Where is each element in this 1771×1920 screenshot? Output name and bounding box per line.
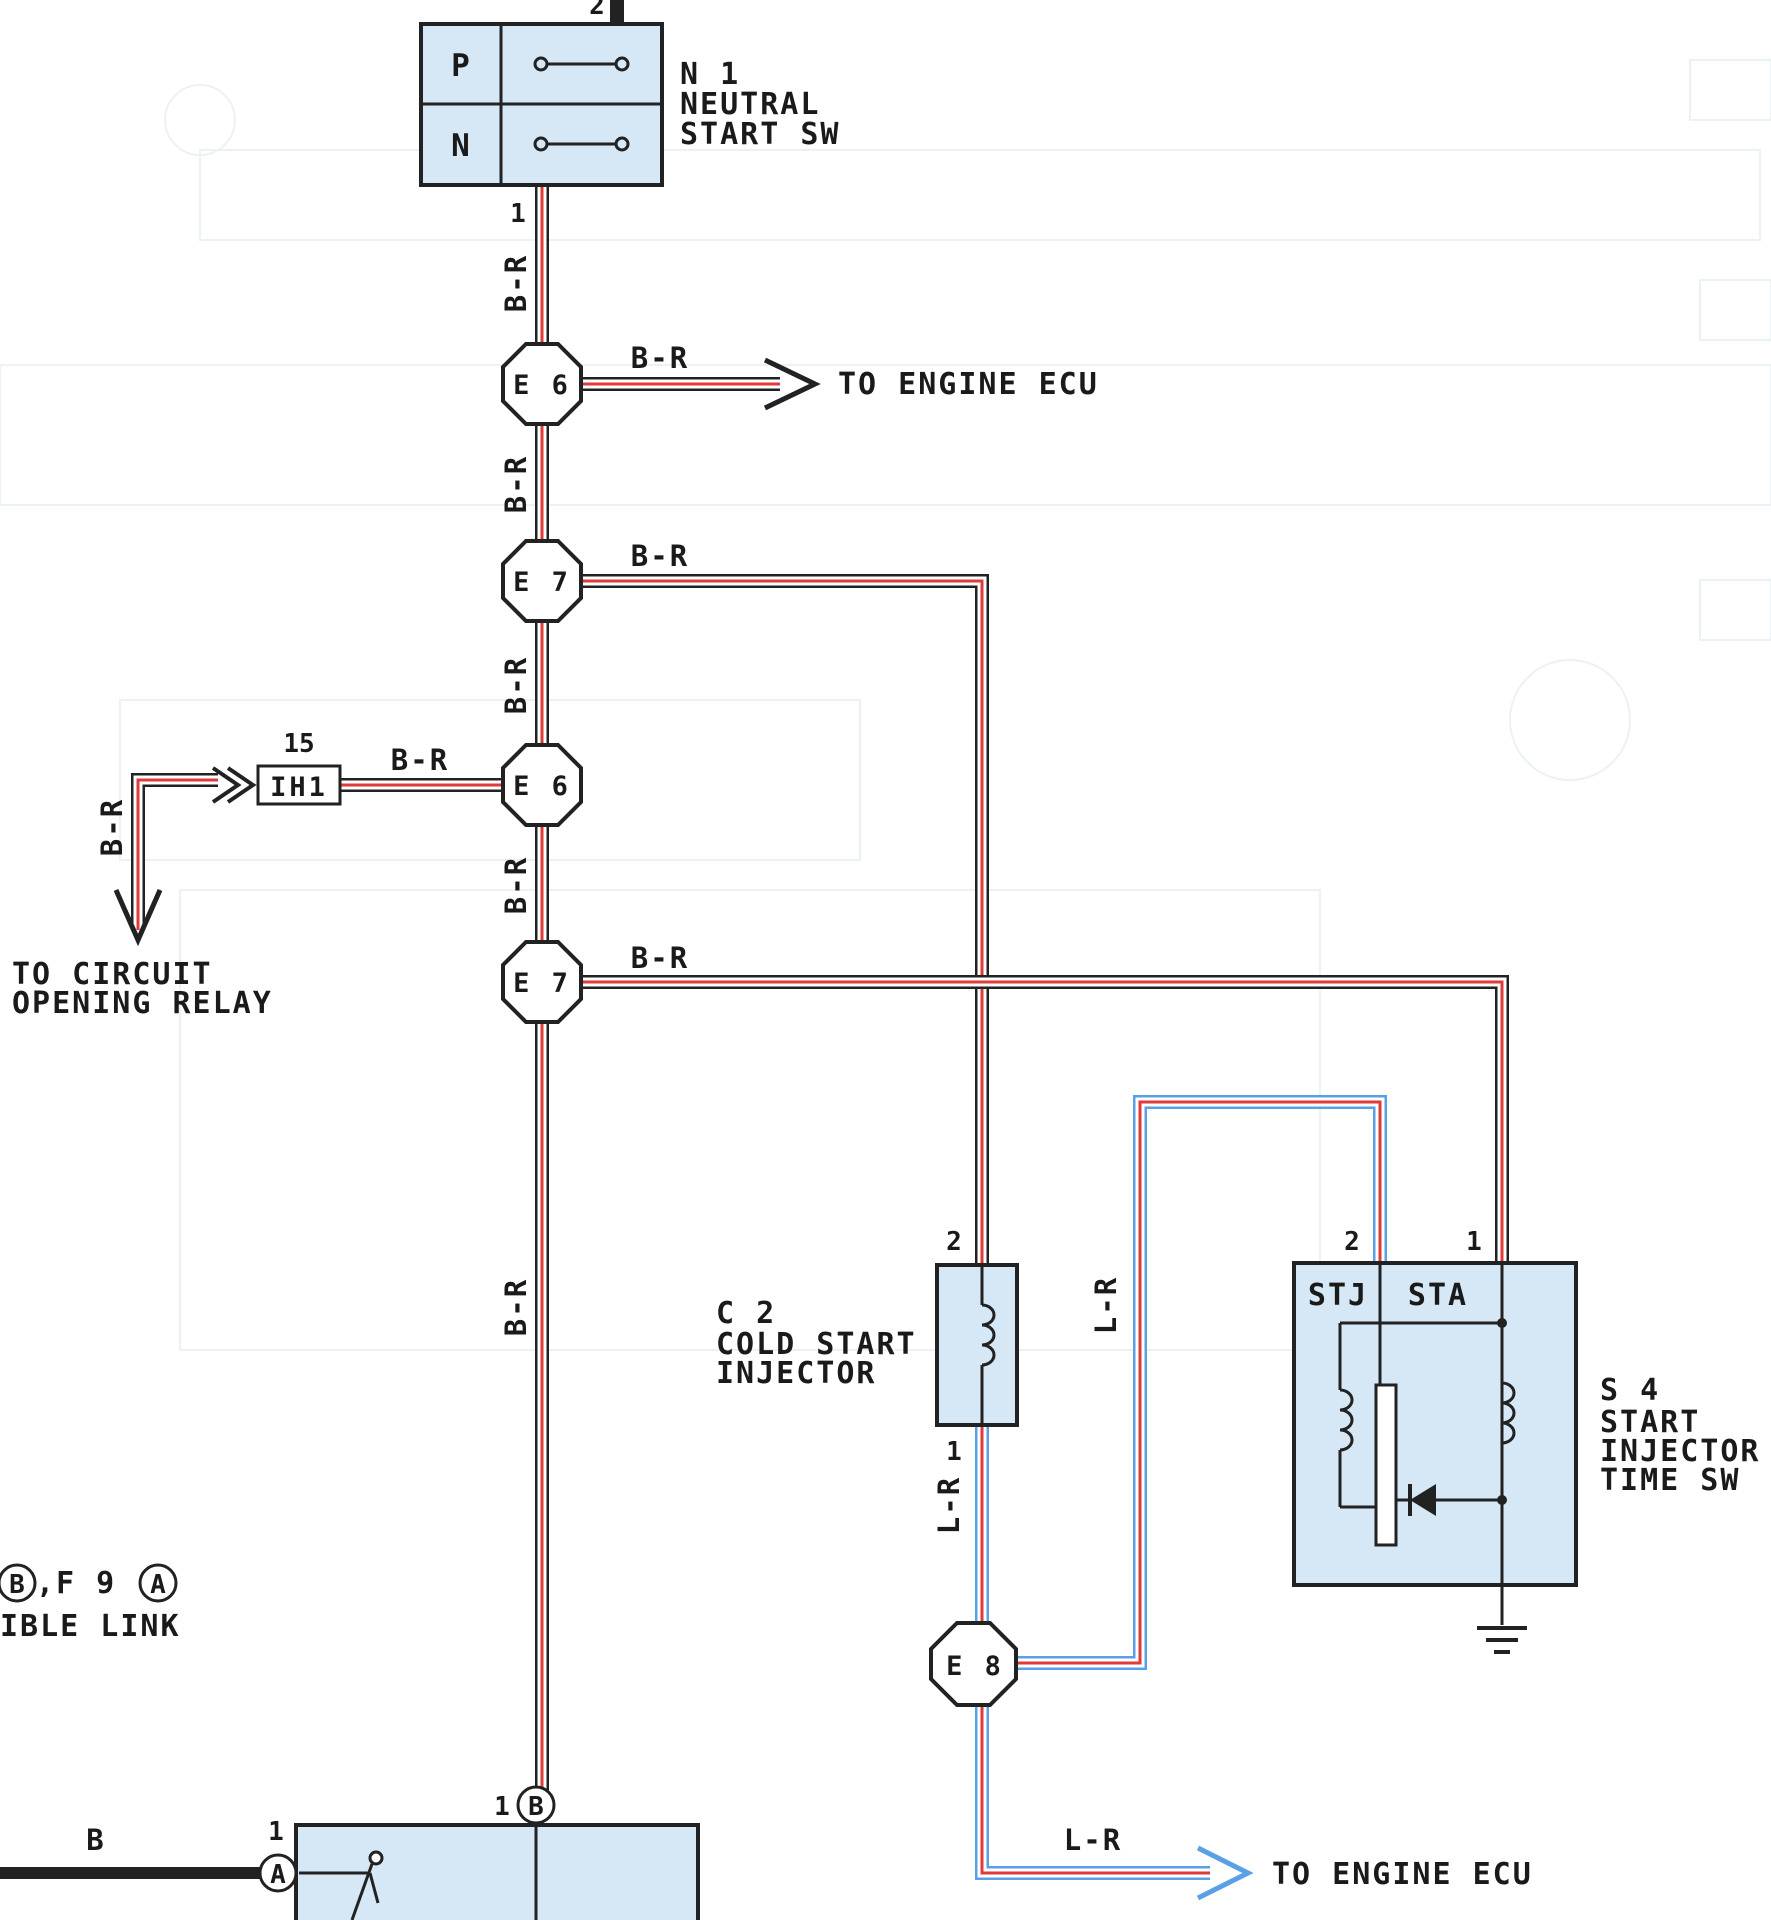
terminal-stj-label: STJ — [1308, 1278, 1368, 1313]
to-engine-ecu-label-bottom: TO ENGINE ECU — [1272, 1857, 1533, 1892]
junction-label: E 7 — [513, 968, 571, 999]
n1-code: N 1 — [680, 57, 740, 92]
to-engine-ecu-label: TO ENGINE ECU — [838, 367, 1099, 402]
junction-e6-top: E 6 — [501, 342, 583, 426]
wire-label-br: B-R — [499, 1278, 533, 1336]
c2-name-line1: COLD START — [716, 1327, 917, 1362]
wire-label-br: B-R — [95, 798, 129, 856]
fusible-link-text: IBLE LINK — [0, 1609, 181, 1644]
wire-br-e7-to-cold-start-injector — [542, 574, 989, 1265]
bottom-pin-a-number: 1 — [268, 1817, 284, 1847]
s4-pin-1: 1 — [1466, 1227, 1482, 1257]
n1-name-line1: NEUTRAL — [680, 87, 820, 122]
ih1-pin: 15 — [283, 729, 314, 759]
terminal-sta-label: STA — [1408, 1278, 1468, 1313]
wire-label-br: B-R — [631, 341, 689, 375]
bottom-component-block: B 1 A 1 — [258, 1785, 700, 1920]
s4-code: S 4 — [1600, 1373, 1660, 1408]
wire-label-b: B — [86, 1823, 105, 1857]
s4-name-line1: START — [1600, 1405, 1700, 1440]
to-circuit-label-line2: OPENING RELAY — [12, 986, 273, 1021]
c2-name-line2: INJECTOR — [716, 1356, 877, 1391]
wire-br-to-circuit-opening-relay — [113, 766, 257, 947]
ref-f9: ,F 9 — [36, 1566, 116, 1601]
wire-label-lr: L-R — [1089, 1276, 1123, 1334]
junction-label: E 6 — [513, 771, 571, 802]
wire-label-lr: L-R — [932, 1476, 966, 1534]
wire-lr-e8-to-stj — [982, 1095, 1387, 1670]
junction-label: E 6 — [513, 370, 571, 401]
s4-pin-2: 2 — [1344, 1227, 1360, 1257]
bottom-pin-b: B — [528, 1792, 544, 1822]
s4-name-line3: TIME SW — [1600, 1463, 1740, 1498]
position-n-label: N — [451, 128, 473, 164]
s4-name-line2: INJECTOR — [1600, 1434, 1761, 1469]
wire-label-br: B-R — [499, 455, 533, 513]
ih1-connector: IH1 15 — [256, 729, 342, 806]
junction-label: E 7 — [513, 567, 571, 598]
wire-label-br: B-R — [499, 856, 533, 914]
position-p-label: P — [451, 48, 473, 84]
fusible-link-ref: B ,F 9 A IBLE LINK — [0, 1563, 181, 1644]
cold-start-injector: 2 1 C 2 COLD START INJECTOR — [716, 1227, 1019, 1467]
ref-b-circle: B — [9, 1570, 25, 1600]
c2-pin-1: 1 — [946, 1437, 962, 1467]
wire-label-br: B-R — [499, 656, 533, 714]
c2-code: C 2 — [716, 1296, 776, 1331]
junction-label: E 8 — [946, 1651, 1004, 1682]
wire-label-br: B-R — [499, 254, 533, 312]
n1-pin-2: 2 — [589, 0, 605, 21]
junction-e7-lower: E 7 — [501, 940, 583, 1024]
bottom-pin-a: A — [270, 1860, 286, 1890]
to-circuit-label-line1: TO CIRCUIT — [12, 957, 213, 992]
n1-pin-1: 1 — [510, 199, 526, 229]
junction-e6-lower: E 6 — [501, 743, 583, 827]
start-injector-time-switch: STJ STA 2 1 S 4 START INJECTOR TIME SW — [1292, 1227, 1761, 1654]
wire-label-br: B-R — [391, 743, 449, 777]
wire-lr-injector-to-e8 — [975, 1425, 1254, 1901]
ref-a-circle: A — [150, 1570, 166, 1600]
ih1-code: IH1 — [270, 772, 328, 803]
wire-br-e7-to-sta — [542, 975, 1509, 1263]
junction-e7-upper: E 7 — [501, 539, 583, 623]
neutral-start-switch: P N 2 1 N 1 NEUTRAL START SW — [419, 0, 841, 229]
wire-label-br: B-R — [631, 941, 689, 975]
wire-label-lr: L-R — [1064, 1823, 1122, 1857]
main-wire-labels: B-R B-R B-R B-R B-R — [499, 254, 533, 1336]
n1-name-line2: START SW — [680, 117, 841, 152]
ghost-background — [0, 59, 1771, 1351]
junction-e8: E 8 — [929, 1621, 1018, 1707]
bottom-pin-b-number: 1 — [494, 1792, 510, 1822]
wire-label-br: B-R — [631, 539, 689, 573]
c2-pin-2: 2 — [946, 1227, 962, 1257]
